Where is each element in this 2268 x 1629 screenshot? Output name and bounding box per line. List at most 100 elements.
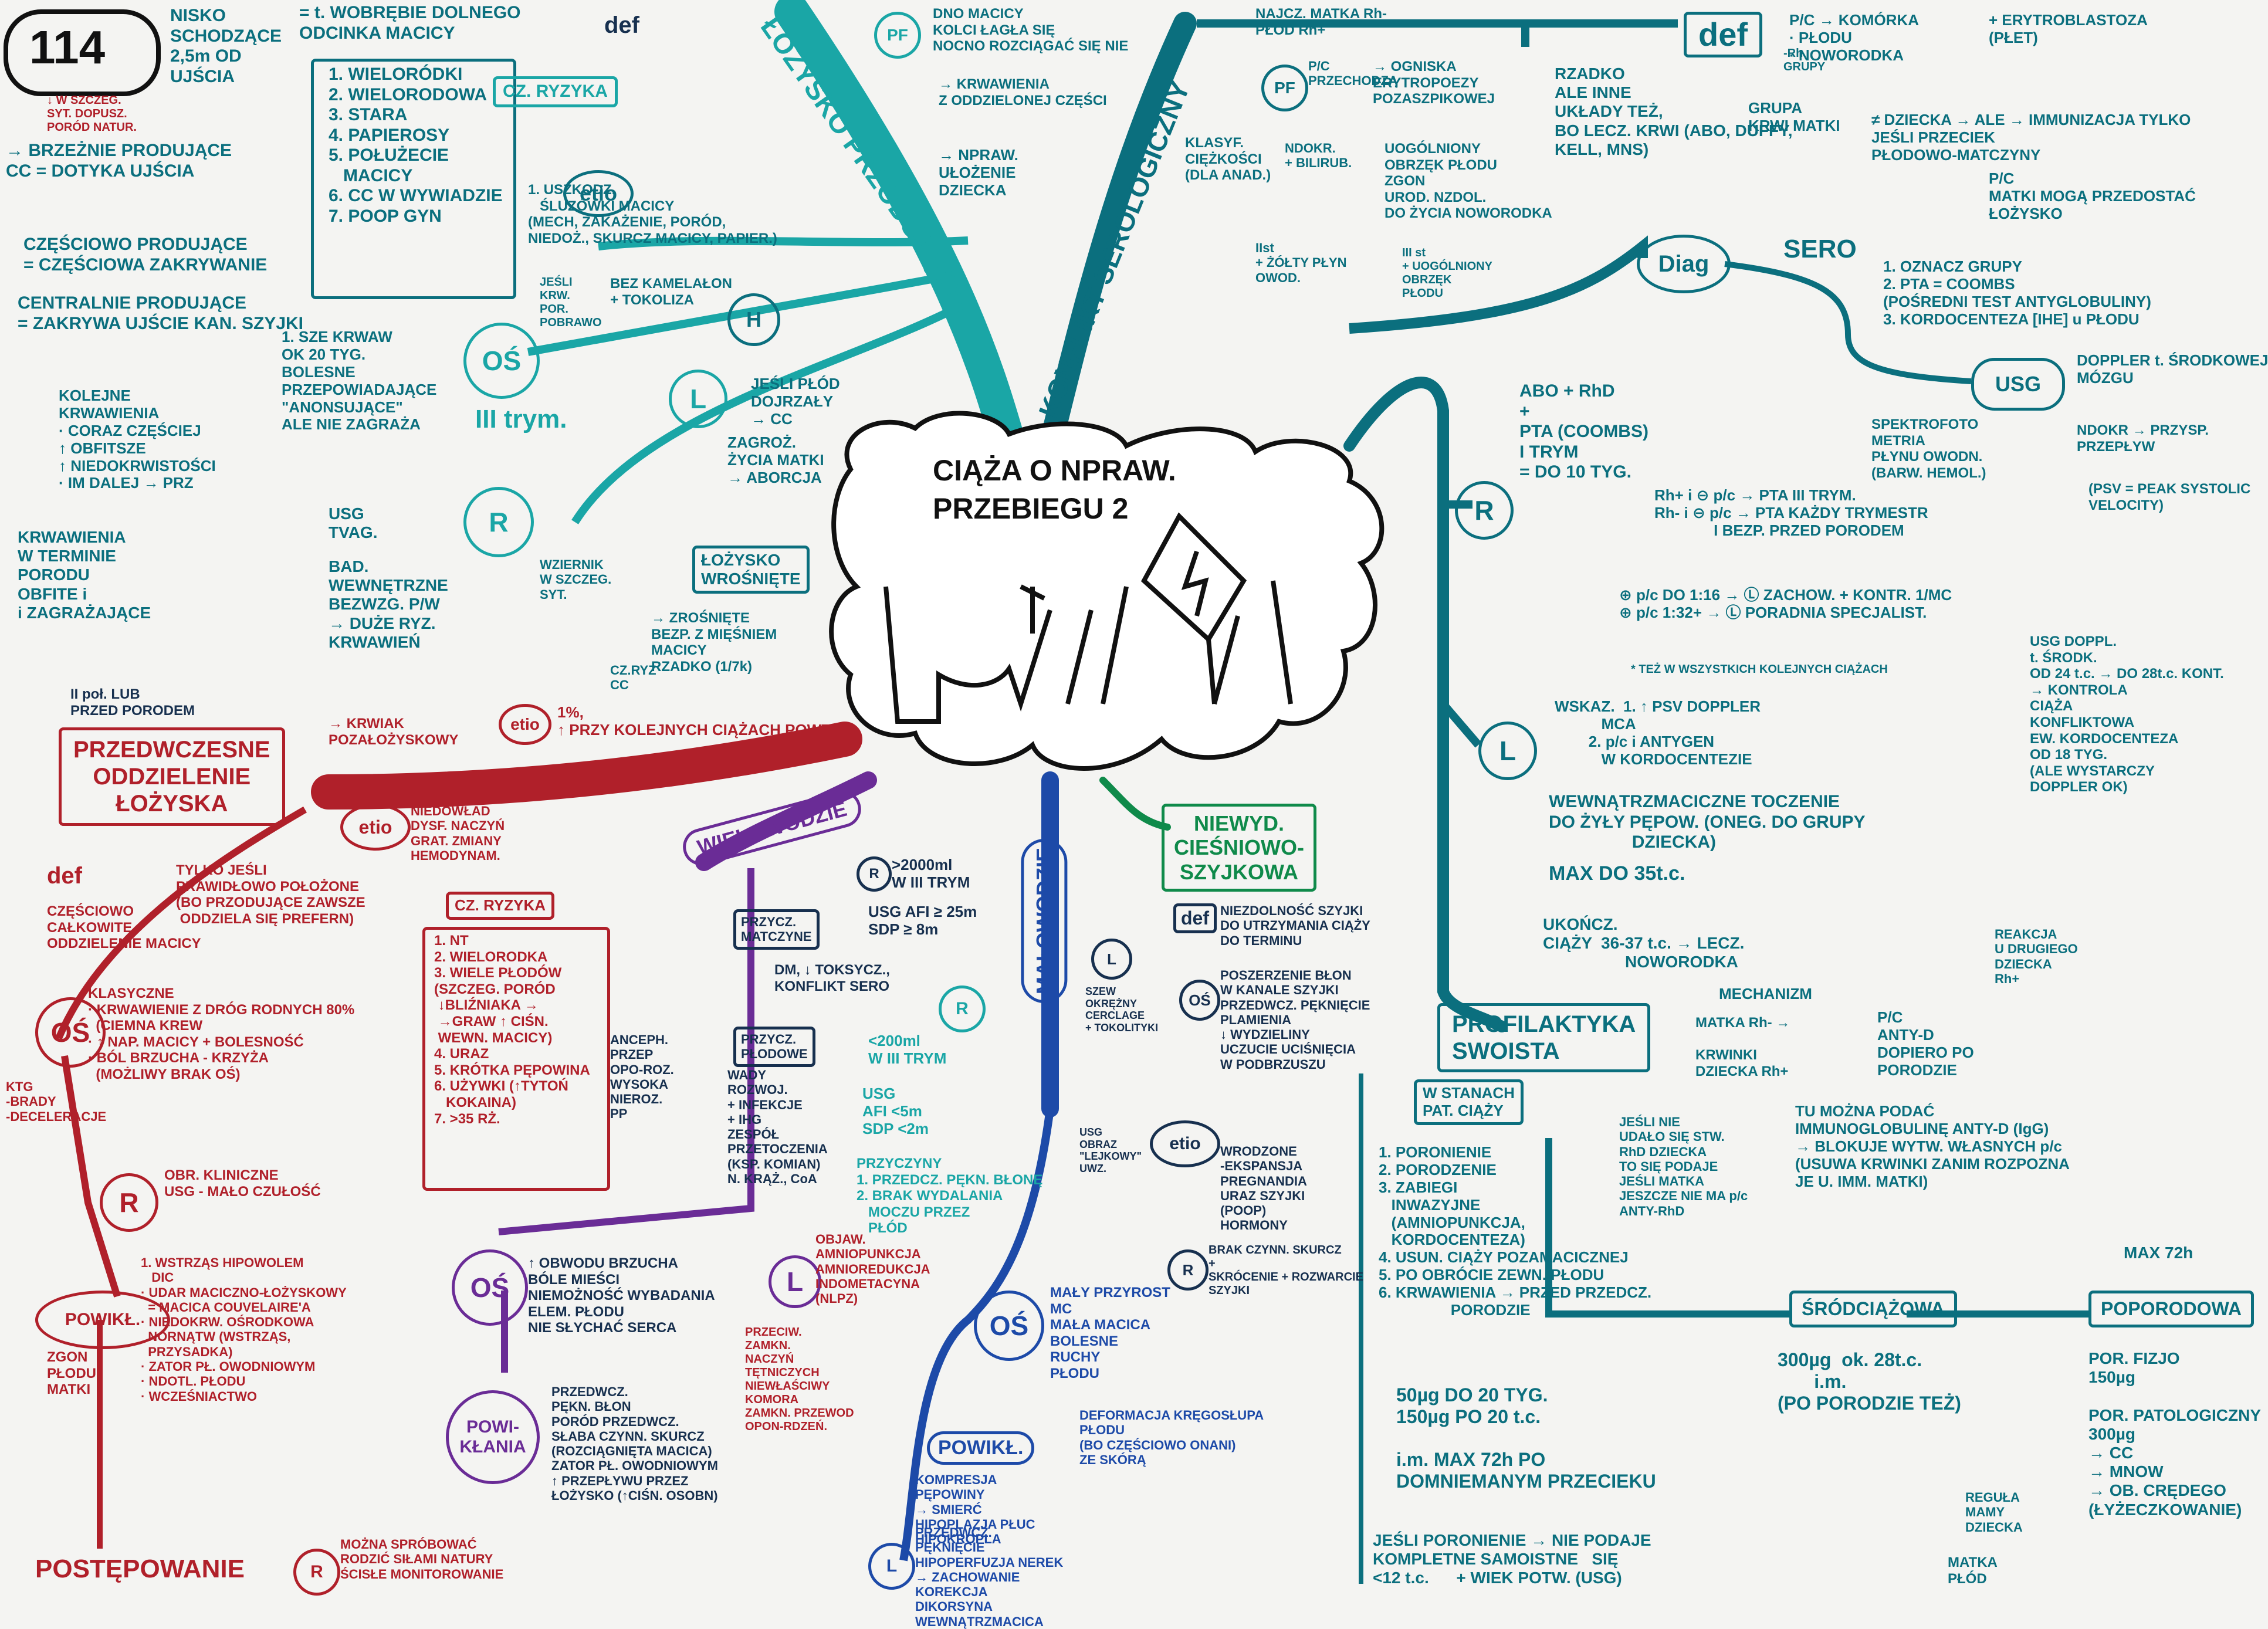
- kon-uog: UOGÓLNIONY OBRZĘK PŁODU ZGON UROD. NZDOL…: [1385, 141, 1552, 222]
- prof-mech: MECHANIZM: [1719, 985, 1812, 1003]
- kon-st3: III st + UOGÓLNIONY OBRZĘK PŁODU: [1402, 246, 1492, 300]
- niew-os-node: OŚ: [1179, 980, 1220, 1021]
- wiel-r-node: R: [857, 856, 892, 892]
- page-number: 114: [29, 21, 106, 73]
- center-title: CIĄŻA O NPRAW. PRZEBIEGU 2: [933, 452, 1176, 528]
- prof-popo: POR. FIZJO 150µg POR. PATOLOGICZNY 300µg…: [2088, 1349, 2262, 1519]
- wiel-matczyne: PRZYCZ. MATCZYNE: [733, 909, 820, 950]
- kon-psv: (PSV = PEAK SYSTOLIC VELOCITY): [2088, 481, 2251, 513]
- prof-matka: MATKA PŁÓD: [1948, 1555, 1998, 1587]
- prof-srod-node: ŚRÓDCIĄŻOWA: [1789, 1291, 1957, 1327]
- kon-diag: 1. OZNACZ GRUPY 2. PTA = COOMBS (POŚREDN…: [1883, 258, 2151, 328]
- niew-os: POSZERZENIE BŁON W KANALE SZYJKI PRZEDWC…: [1220, 968, 1370, 1072]
- prof-mech3: P/C ANTY-D DOPIERO PO PORODZIE: [1877, 1008, 1974, 1079]
- pod-top: II poł. LUB PRZED PORODEM: [70, 686, 195, 719]
- niew-title: NIEWYD. CIEŚNIOWO- SZYJKOWA: [1162, 804, 1316, 892]
- kon-l4: UKOŃCZ. CIĄŻY 36-37 t.c. → LECZ. NOWOROD…: [1543, 915, 1745, 971]
- pod-etio-node: etio: [499, 704, 551, 745]
- pod-title: PRZEDWCZESNE ODDZIELENIE ŁOŻYSKA: [59, 727, 285, 826]
- kon-ale: ≠ DZIECKA → ALE → IMMUNIZACJA TYLKO JEŚL…: [1871, 111, 2191, 164]
- mal-r-node: R: [939, 985, 986, 1032]
- prof-stany-label: W STANACH PAT. CIĄŻY: [1414, 1079, 1524, 1125]
- center-cloud: [829, 411, 1385, 771]
- pod-risk: 1. NT 2. WIELORODKA 3. WIELE PŁODÓW (SZC…: [434, 933, 590, 1127]
- branch-wiel-os: [498, 868, 754, 1235]
- prof-popo-node: POPORODOWA: [2088, 1291, 2255, 1327]
- mal-r: <200ml W III TRYM: [868, 1032, 947, 1067]
- pod-ktg: KTG -BRADY -DECELERACJE: [6, 1079, 107, 1124]
- lp-czesciowo: CZĘŚCIOWO PRODUJĄCE = CZĘŚCIOWA ZAKRYWAN…: [23, 235, 268, 275]
- lp-os-node: OŚ: [463, 323, 540, 399]
- wrosniete: → ZROŚNIĘTE BEZP. Z MIĘŚNIEM MACICY RZAD…: [651, 610, 777, 675]
- wiel-os: ↑ OBWODU BRZUCHA BÓLE MIEŚCI NIEMOŻNOŚĆ …: [528, 1255, 715, 1336]
- kon-l3: MAX DO 35t.c.: [1549, 862, 1685, 885]
- niew-l-node: L: [1091, 939, 1132, 980]
- lp-r: USG TVAG.: [329, 504, 378, 542]
- lp-centralne: CENTRALNIE PRODUJĄCE = ZAKRYWA UJŚCIE KA…: [18, 293, 304, 333]
- wiel-powik: PRZEDWCZ. PĘKN. BŁON PORÓD PRZEDWCZ. SŁA…: [551, 1384, 718, 1503]
- branch-kon-l: [1440, 701, 1482, 748]
- mal-usg: USG AFI <5m SDP <2m: [862, 1085, 929, 1137]
- lp-risk: 1. WIELORÓDKI 2. WIELORODOWA 3. STARA 4.…: [329, 65, 503, 226]
- pod-post-label: POSTĘPOWANIE: [35, 1555, 245, 1583]
- page-number-frame: [4, 9, 161, 96]
- pod-r-node: R: [100, 1173, 158, 1232]
- wiel-l: OBJAW. AMNIOPUNKCJA AMNIOREDUKCJA INDOME…: [815, 1232, 930, 1306]
- kon-r3: ⊕ p/c DO 1:16 → Ⓛ ZACHOW. + KONTR. 1/MC …: [1619, 586, 1952, 621]
- mal-powik: DEFORMACJA KRĘGOSŁUPA PŁODU (BO CZĘŚCIOW…: [1079, 1408, 1264, 1467]
- kon-r: ABO + RhD + PTA (COOMBS) I TRYM = DO 10 …: [1519, 381, 1648, 482]
- wiel-plodowe: PRZYCZ. PŁODOWE: [733, 1027, 815, 1067]
- branch-wielowodzie: [695, 771, 877, 871]
- wiel-l2: PRZECIW. ZAMKN. NACZYŃ TĘTNICZYCH NIEWŁA…: [745, 1326, 854, 1433]
- lp-h2: BEZ KAMELAŁON + TOKOLIZA: [610, 276, 732, 308]
- lp-h: JEŚLI KRW. POR. POBRAWO: [540, 276, 602, 329]
- pod-post-r-node: R: [293, 1549, 340, 1596]
- kon-pf-node: PF: [1261, 65, 1308, 111]
- kon-diag-node: Diag: [1637, 235, 1731, 293]
- mal-os: MAŁY PRZYROST MC MAŁA MACICA BOLESNE RUC…: [1050, 1285, 1170, 1381]
- wiel-powik-node: POWI- KŁANIA: [446, 1390, 540, 1484]
- branch-top-right: [1197, 19, 1678, 47]
- prof-mech2: MATKA Rh- → KRWINKI DZIECKA Rh+: [1695, 1015, 1790, 1079]
- branch-diag-usg: [1724, 261, 1972, 384]
- branch-konflikt: [1038, 12, 1197, 458]
- kon-usg: DOPPLER t. ŚRODKOWEJ MÓZGU: [2077, 351, 2268, 387]
- lp-pf3: → NPRAW. UŁOŻENIE DZIECKA: [939, 146, 1018, 199]
- lp-l: JEŚLI PŁÓD DOJRZAŁY → CC: [751, 375, 840, 428]
- mal-powik2: KOMPRESJA PĘPOWINY → SMIERĆ HIPOPLAZJA P…: [915, 1472, 1035, 1547]
- pod-def2: TYLKO JEŚLI PRAWIDŁOWO POŁOŻONE (BO PRZO…: [176, 862, 365, 927]
- lp-l-node: L: [669, 370, 727, 428]
- lp-risk-box: [311, 59, 516, 299]
- kon-specj: USG DOPPL. t. ŚRODK. OD 24 t.c. → DO 28t…: [2030, 634, 2224, 795]
- branch-lozysko-przodujace: [774, 0, 1027, 463]
- mal-powik-node: POWIKŁ.: [927, 1431, 1035, 1465]
- branch-niewydolnosc: [1099, 777, 1171, 831]
- lp-r2: BAD. WEWNĘTRZNE BEZWZG. P/W → DUŻE RYZ. …: [329, 557, 448, 651]
- prof-title: PROFILAKTYKA SWOISTA: [1437, 1003, 1651, 1072]
- pod-def-label: def: [47, 863, 82, 889]
- lp-r-node: R: [463, 487, 534, 557]
- prof-mech5: TU MOŻNA PODAĆ IMMUNOGLOBULINĘ ANTY-D (I…: [1795, 1102, 2070, 1190]
- kon-l: WSKAZ. 1. ↑ PSV DOPPLER MCA 2. p/c i ANT…: [1555, 697, 1761, 768]
- lp-etio: 1. USZKODZ. ŚLUZÓWKI MACICY (MECH, ZAKAŻ…: [528, 182, 777, 246]
- pod-os: KLASYCZNE · KRWAWIENIE Z DRÓG RODNYCH 80…: [88, 985, 355, 1082]
- branch-lp-os: [527, 272, 952, 356]
- lp-h-node: H: [727, 293, 780, 346]
- kon-def-node: def: [1684, 12, 1762, 58]
- pod-def: CZĘŚCIOWO CAŁKOWITE ODDZIELENIE MACICY: [47, 903, 201, 952]
- wiel-plodowe2: WADY ROZWOJ. + INFEKCJE + IHG ZESPÓŁ PRZ…: [727, 1068, 828, 1187]
- lp-risk-label: CZ. RYZYKA: [493, 76, 618, 107]
- pod-etio: NIEDOWŁAD DYSF. NACZYŃ GRAT. ZMIANY HEMO…: [411, 804, 505, 863]
- pod-risk-label: CZ. RYZYKA: [446, 892, 555, 920]
- kon-l-node: L: [1478, 722, 1537, 780]
- center-drawing-figure: [883, 584, 1129, 724]
- prof-srod: 300µg ok. 28t.c. i.m. (PO PORODZIE TEŻ): [1778, 1349, 1961, 1414]
- pod-os-node: OŚ: [35, 997, 106, 1068]
- lp-l2: ZAGROŻ. ŻYCIA MATKI → ABORCJA: [727, 434, 824, 486]
- prof-dawki: 50µg DO 20 TYG. 150µg PO 20 t.c. i.m. MA…: [1396, 1384, 1656, 1492]
- pod-krwiak: → KRWIAK POZAŁOŻYSKOWY: [329, 716, 459, 748]
- branch-prof-srod: [1545, 1138, 2088, 1318]
- kon-ciezkosci: KLASYF. CIĘŻKOŚCI (DLA ANAD.): [1185, 135, 1271, 184]
- kon-top: NAJCZ. MATKA Rh- PŁÓD Rh+: [1255, 6, 1387, 38]
